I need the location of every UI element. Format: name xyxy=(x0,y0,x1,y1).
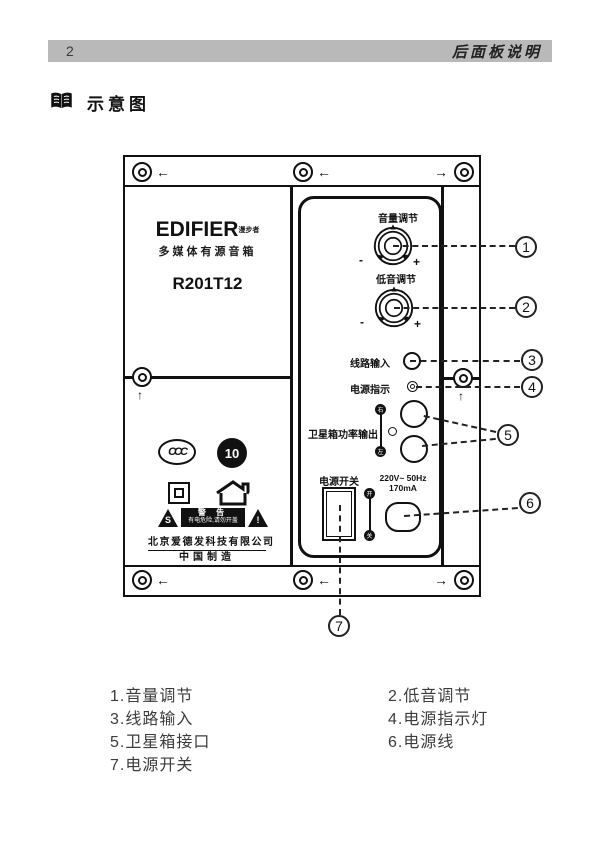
screw-icon xyxy=(293,570,313,590)
screw-icon xyxy=(132,570,152,590)
leader-line-2 xyxy=(394,307,515,309)
leader-line-7 xyxy=(339,505,341,615)
ccc-mark-icon: CCC xyxy=(158,439,196,465)
bass-plus: + xyxy=(414,317,422,331)
section-heading: 示意图 xyxy=(50,90,150,115)
warning-title: 警 告 xyxy=(197,508,229,517)
brand-suffix: 漫步者 xyxy=(238,227,260,234)
bass-minus: - xyxy=(360,315,364,329)
warning-box: 警 告 有电危险,请勿开盖 xyxy=(181,508,245,527)
legend-item-6: 6.电源线 xyxy=(388,734,455,751)
arrow-up-icon: ↑ xyxy=(137,388,143,402)
power-switch-label: 电源开关 xyxy=(319,477,359,488)
country-of-origin: 中国制造 xyxy=(170,548,244,566)
callout-5: 5 xyxy=(497,424,519,446)
switch-on-off-line xyxy=(369,495,371,535)
legend: 1.音量调节 2.低音调节 3.线路输入 4.电源指示灯 5.卫星箱接口 6.电… xyxy=(110,688,530,775)
lightning-warning-icon: S xyxy=(158,508,178,527)
legend-item-1: 1.音量调节 xyxy=(110,688,194,705)
book-icon xyxy=(50,92,73,114)
switch-on-badge: 开 xyxy=(364,488,375,499)
line-in-label: 线路输入 xyxy=(350,359,390,370)
volume-plus: + xyxy=(413,255,421,269)
power-rating: 220V~ 50Hz 170mA xyxy=(372,473,434,493)
satellite-right-badge: 右 xyxy=(375,404,386,415)
leader-line-1 xyxy=(393,245,515,247)
legend-item-3: 3.线路输入 xyxy=(110,711,194,728)
callout-4: 4 xyxy=(521,376,543,398)
rear-panel-outline xyxy=(123,155,481,597)
indoor-use-icon xyxy=(214,479,252,512)
arrow-left-icon: ← xyxy=(317,164,331,180)
leader-line-4 xyxy=(416,386,520,388)
rating-line2: 170mA xyxy=(389,483,417,493)
arrow-left-icon: ← xyxy=(317,572,331,588)
callout-7: 7 xyxy=(328,615,350,637)
arrow-left-icon: ← xyxy=(156,572,170,588)
volume-minus: - xyxy=(359,253,363,267)
class-ii-icon xyxy=(168,482,190,504)
power-cord-inlet xyxy=(385,502,421,532)
left-panel-divider xyxy=(125,376,291,379)
arrow-up-icon: ↑ xyxy=(458,389,464,403)
arrow-left-icon: ← xyxy=(156,164,170,180)
satellite-output-label: 卫星箱功率输出 xyxy=(308,430,378,441)
control-panel-outline xyxy=(298,196,442,558)
screw-icon xyxy=(132,367,152,387)
top-rail-line xyxy=(125,185,479,187)
callout-2: 2 xyxy=(515,296,537,318)
bottom-rail-line xyxy=(125,565,479,567)
brand-tagline: 多媒体有源音箱 xyxy=(158,246,257,258)
warning-text: 有电危险,请勿开盖 xyxy=(188,518,238,524)
company-name: 北京爱德发科技有限公司 xyxy=(148,533,273,551)
brand-logo: EDIFIER xyxy=(155,218,239,241)
satellite-output-right-connector xyxy=(400,400,428,428)
satellite-ground-dot xyxy=(388,427,397,436)
screw-icon xyxy=(132,162,152,182)
screw-icon xyxy=(293,162,313,182)
rating-line1: 220V~ 50Hz xyxy=(379,473,427,483)
exclamation-warning-icon: ! xyxy=(248,508,268,527)
bass-label: 低音调节 xyxy=(376,275,416,286)
legend-item-7: 7.电源开关 xyxy=(110,757,194,774)
switch-off-badge: 关 xyxy=(364,530,375,541)
volume-label: 音量调节 xyxy=(378,214,418,225)
screw-icon xyxy=(454,162,474,182)
satellite-output-left-connector xyxy=(400,435,428,463)
callout-1: 1 xyxy=(515,236,537,258)
page-number: 2 xyxy=(66,43,74,59)
screw-icon xyxy=(454,570,474,590)
legend-item-2: 2.低音调节 xyxy=(388,688,472,705)
satellite-left-badge: 左 xyxy=(375,446,386,457)
power-led-label: 电源指示 xyxy=(350,385,390,396)
callout-3: 3 xyxy=(521,349,543,371)
legend-item-4: 4.电源指示灯 xyxy=(388,711,489,728)
model-number: R201T12 xyxy=(172,274,243,293)
brand-block: EDIFIER漫步者 多媒体有源音箱 xyxy=(123,218,292,259)
rohs-mark-icon: 10 xyxy=(217,438,247,468)
section-title: 示意图 xyxy=(87,95,150,114)
header-title: 后面板说明 xyxy=(451,44,542,61)
arrow-right-icon: → xyxy=(434,164,448,180)
arrow-right-icon: → xyxy=(434,572,448,588)
screw-icon xyxy=(453,368,473,388)
warning-strip: S 警 告 有电危险,请勿开盖 ! xyxy=(158,508,268,527)
panel-divider-right xyxy=(441,187,444,565)
satellite-channel-line xyxy=(380,410,382,452)
leader-line-3 xyxy=(410,360,520,362)
header-bar: 2 后面板说明 xyxy=(48,40,552,62)
panel-divider-left xyxy=(290,187,293,565)
callout-6: 6 xyxy=(519,492,541,514)
legend-item-5: 5.卫星箱接口 xyxy=(110,734,211,751)
